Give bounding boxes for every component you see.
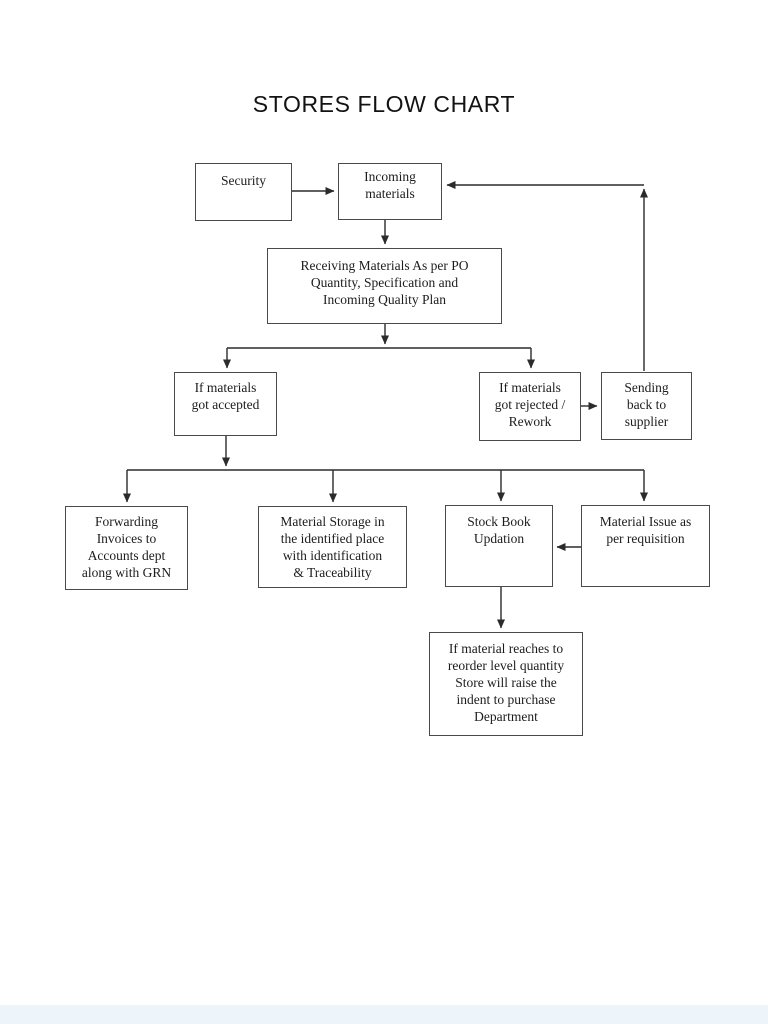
- node-receiving-materials: Receiving Materials As per PO Quantity, …: [267, 248, 502, 324]
- node-incoming-materials: Incoming materials: [338, 163, 442, 220]
- node-materials-rejected: If materials got rejected / Rework: [479, 372, 581, 441]
- node-stock-book-updation: Stock Book Updation: [445, 505, 553, 587]
- page-title: STORES FLOW CHART: [252, 91, 516, 117]
- page-bottom-band: [0, 1005, 768, 1024]
- node-security: Security: [195, 163, 292, 221]
- node-material-storage: Material Storage in the identified place…: [258, 506, 407, 588]
- node-material-issue: Material Issue as per requisition: [581, 505, 710, 587]
- node-reorder-indent: If material reaches to reorder level qua…: [429, 632, 583, 736]
- node-forwarding-invoices: Forwarding Invoices to Accounts dept alo…: [65, 506, 188, 590]
- node-materials-accepted: If materials got accepted: [174, 372, 277, 436]
- node-sending-back-supplier: Sending back to supplier: [601, 372, 692, 440]
